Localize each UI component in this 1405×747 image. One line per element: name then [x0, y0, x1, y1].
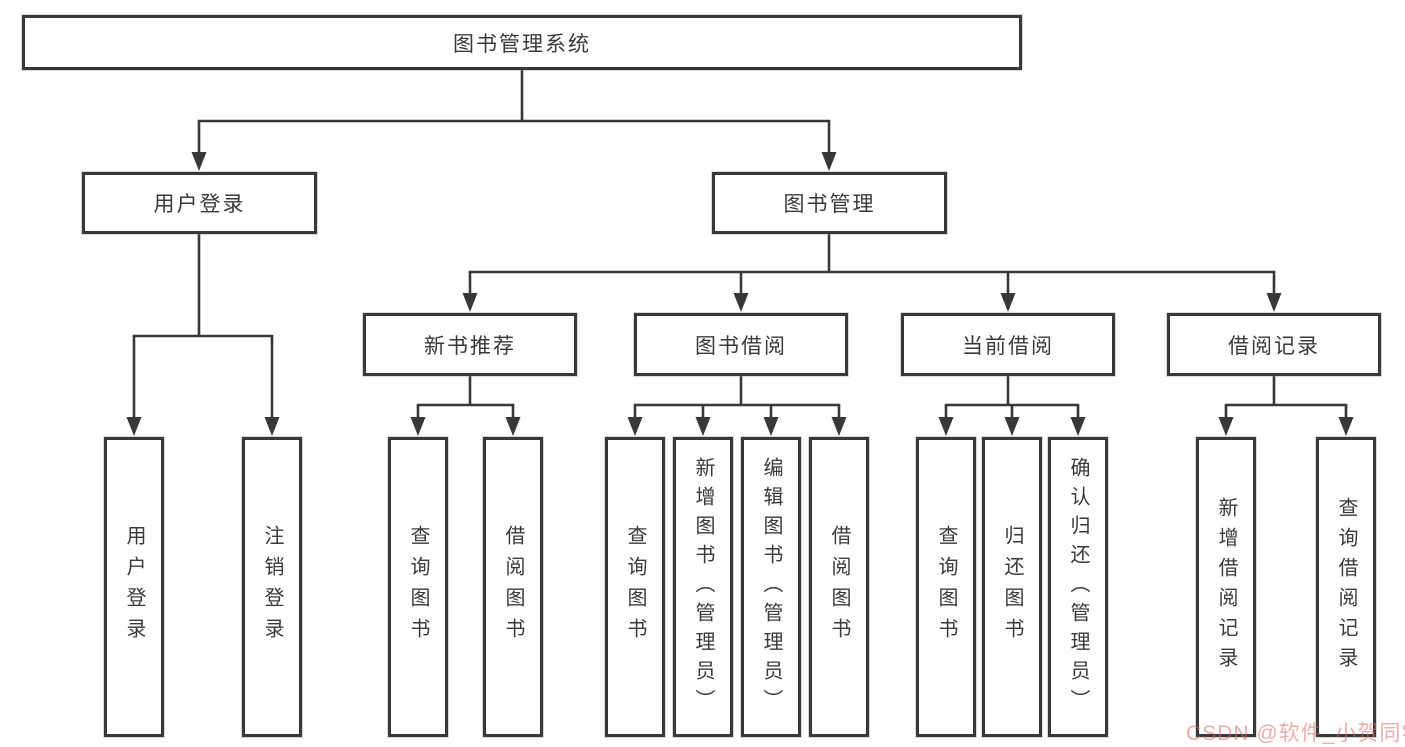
leaf-borrow-books-label: 借阅图书: [828, 525, 850, 649]
node-current-borrowing-label: 当前借阅: [962, 334, 1054, 358]
leaf-borrow-books-recommend-label: 借阅图书: [502, 525, 524, 649]
leaf-query-books-recommend: 查询图书: [388, 437, 448, 737]
node-borrowing-records-label: 借阅记录: [1228, 334, 1320, 358]
node-borrowing-records: 借阅记录: [1167, 313, 1381, 376]
leaf-add-books-admin-label: 新增图书（管理员）: [692, 456, 714, 718]
node-book-management-label: 图书管理: [783, 193, 876, 216]
node-new-book-recommend: 新书推荐: [363, 313, 577, 376]
leaf-query-books-current: 查询图书: [916, 437, 976, 737]
leaf-user-login: 用户登录: [104, 437, 164, 737]
node-root-system: 图书管理系统: [22, 15, 1022, 70]
leaf-query-books-recommend-label: 查询图书: [407, 525, 429, 649]
leaf-user-login-label: 用户登录: [123, 525, 145, 649]
leaf-query-borrow-record-label: 查询借阅记录: [1335, 497, 1357, 677]
csdn-watermark: CSDN @软件_小贺同学: [1186, 722, 1405, 745]
node-book-management: 图书管理: [712, 172, 947, 234]
leaf-confirm-return-admin: 确认归还（管理员）: [1048, 437, 1108, 737]
leaf-query-borrow-record: 查询借阅记录: [1316, 437, 1376, 737]
leaf-add-books-admin: 新增图书（管理员）: [673, 437, 733, 737]
node-current-borrowing: 当前借阅: [901, 313, 1115, 376]
leaf-edit-books-admin: 编辑图书（管理员）: [741, 437, 801, 737]
leaf-query-books-borrow: 查询图书: [605, 437, 665, 737]
leaf-add-borrow-record-label: 新增借阅记录: [1215, 497, 1237, 677]
leaf-return-books: 归还图书: [982, 437, 1042, 737]
leaf-query-books-borrow-label: 查询图书: [624, 525, 646, 649]
node-user-login: 用户登录: [82, 172, 317, 234]
leaf-query-books-current-label: 查询图书: [935, 525, 957, 649]
leaf-add-borrow-record: 新增借阅记录: [1196, 437, 1256, 737]
leaf-logout: 注销登录: [242, 437, 302, 737]
leaf-logout-label: 注销登录: [261, 525, 283, 649]
node-user-login-label: 用户登录: [153, 193, 246, 216]
leaf-borrow-books: 借阅图书: [809, 437, 869, 737]
node-book-borrowing-label: 图书借阅: [695, 334, 787, 358]
leaf-return-books-label: 归还图书: [1001, 525, 1023, 649]
leaf-confirm-return-admin-label: 确认归还（管理员）: [1067, 456, 1089, 718]
node-new-book-recommend-label: 新书推荐: [424, 334, 516, 358]
arrowhead-icons: [126, 152, 1354, 436]
node-root-label: 图书管理系统: [453, 32, 591, 56]
node-book-borrowing: 图书借阅: [634, 313, 848, 376]
leaf-edit-books-admin-label: 编辑图书（管理员）: [760, 456, 782, 718]
leaf-borrow-books-recommend: 借阅图书: [483, 437, 543, 737]
